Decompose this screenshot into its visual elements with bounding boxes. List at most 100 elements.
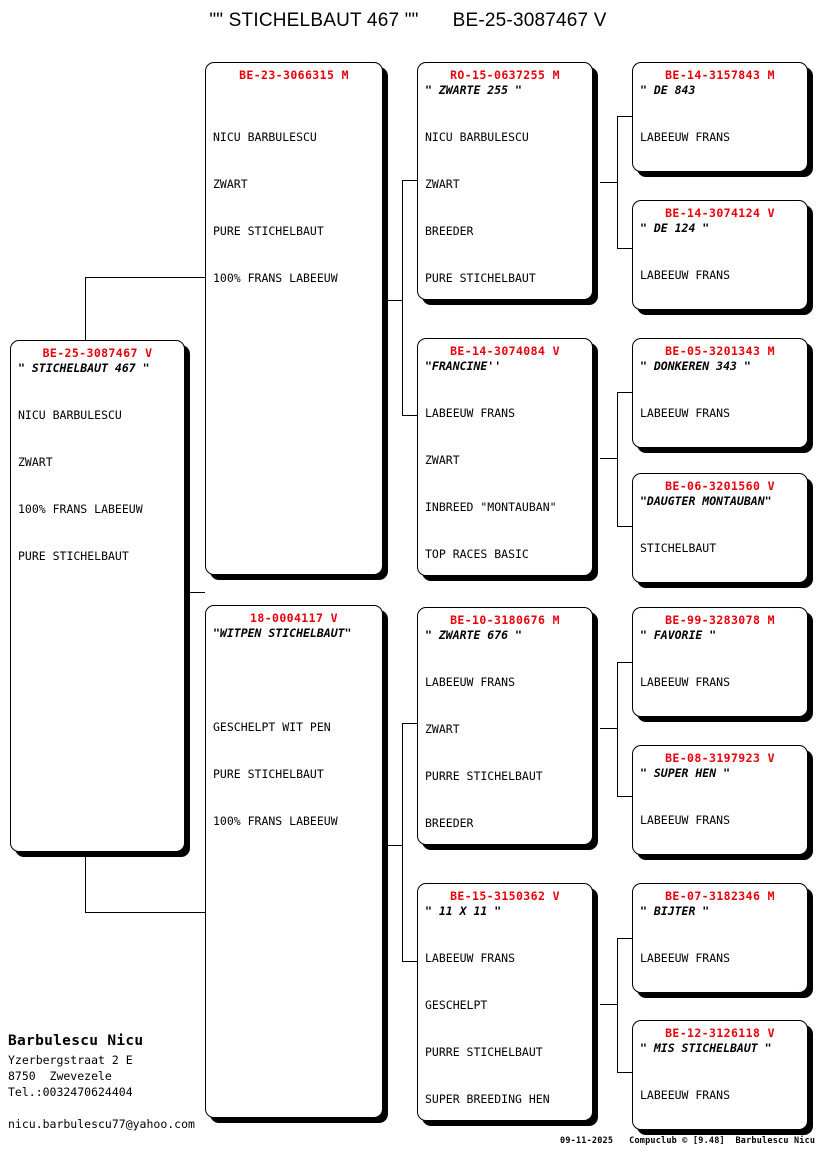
card-detail-line: ZWART <box>213 177 248 192</box>
card-detail-line: LABEEUW FRANS <box>640 268 731 283</box>
connector <box>385 845 403 846</box>
card-nickname: " ZWARTE 255 " <box>425 83 522 97</box>
pedigree-card-granddam-1[interactable]: BE-14-3074084 V "FRANCINE'' LABEEUW FRAN… <box>417 338 593 576</box>
pedigree-card-sire[interactable]: BE-23-3066315 M NICU BARBULESCU ZWART PU… <box>205 62 383 575</box>
connector <box>600 458 618 459</box>
card-detail-line: LABEEUW FRANS <box>425 675 516 690</box>
pedigree-card-great-4[interactable]: BE-06-3201560 V "DAUGTER MONTAUBAN" STIC… <box>632 473 808 583</box>
card-detail-line: ZWART <box>425 453 460 468</box>
card-detail-line: TOP RACES BASIC <box>425 547 529 562</box>
connector <box>600 182 618 183</box>
card-detail-lines: LABEEUW FRANS GESCHELPT PURRE STICHELBAU… <box>425 920 585 1120</box>
breeder-city: 8750 Zwevezele <box>8 1069 112 1083</box>
connector <box>617 392 618 526</box>
card-detail-lines: GESCHELPT WIT PEN PURE STICHELBAUT 100% … <box>213 642 375 862</box>
card-ring-number: BE-10-3180676 M <box>450 613 560 627</box>
connector <box>402 961 417 962</box>
card-detail-lines: LABEEUW FRANS ZWART INBREED "MONTAUBAN" … <box>425 375 585 575</box>
card-detail-line: NICU BARBULESCU <box>213 130 317 145</box>
card-detail-line: NICU BARBULESCU <box>18 408 122 423</box>
card-detail-lines: LABEEUW FRANS PURE STICHELBAUT SON OF:"M… <box>640 920 800 992</box>
card-detail-line: LABEEUW FRANS <box>640 406 731 421</box>
card-ring-number: BE-08-3197923 V <box>665 751 775 765</box>
card-detail-lines: LABEEUW FRANS ZWART PURRE STICHELBAUT BR… <box>425 644 585 844</box>
pedigree-card-grandsire-1[interactable]: RO-15-0637255 M " ZWARTE 255 " NICU BARB… <box>417 62 593 300</box>
card-detail-lines: LABEEUW FRANS ZWART PURE STICHELBAUT SUP… <box>640 644 800 716</box>
card-nickname <box>213 83 375 99</box>
card-detail-line: ZWART <box>18 455 53 470</box>
card-detail-line: NICU BARBULESCU <box>425 130 529 145</box>
card-nickname: "WITPEN STICHELBAUT" <box>213 626 352 640</box>
card-ring-number: BE-14-3074124 V <box>665 206 775 220</box>
card-nickname: " SUPER HEN " <box>640 766 731 780</box>
footer-credit: 09-11-2025 Compuclub © [9.48] Barbulescu… <box>560 1136 816 1146</box>
card-detail-line: PURRE STICHELBAUT <box>425 1045 543 1060</box>
card-detail-line: LABEEUW FRANS <box>640 130 731 145</box>
card-detail-line: PURRE STICHELBAUT <box>425 769 543 784</box>
card-detail-line: LABEEUW FRANS <box>640 675 731 690</box>
card-detail-line: GESCHELPT <box>425 998 488 1013</box>
card-detail-line: ZWART <box>425 722 460 737</box>
card-nickname: "DAUGTER MONTAUBAN" <box>640 494 772 508</box>
card-detail-line: BREEDER <box>425 816 474 831</box>
card-detail-lines: LABEEUW FRANS DONKER GESCHELPT STICHELBA… <box>640 375 800 447</box>
card-detail-line: STICHELBAUT <box>640 541 717 556</box>
card-detail-line: PURE STICHELBAUT <box>213 224 324 239</box>
card-nickname: " DONKEREN 343 " <box>640 359 751 373</box>
card-detail-lines: LABEEUW FRANS GESCHELPT PURE STICHELBAUT <box>640 237 800 309</box>
card-ring-number: BE-25-3087467 V <box>42 346 153 360</box>
card-detail-line: 100% FRANS LABEEUW <box>213 271 338 286</box>
pedigree-card-great-3[interactable]: BE-05-3201343 M " DONKEREN 343 " LABEEUW… <box>632 338 808 448</box>
pedigree-card-subject[interactable]: BE-25-3087467 V " STICHELBAUT 467 " NICU… <box>10 340 185 852</box>
pedigree-card-great-7[interactable]: BE-07-3182346 M " BIJTER " LABEEUW FRANS… <box>632 883 808 993</box>
connector <box>600 1004 618 1005</box>
card-detail-lines: NICU BARBULESCU ZWART PURE STICHELBAUT 1… <box>213 99 375 319</box>
card-ring-number: BE-99-3283078 M <box>665 613 775 627</box>
card-nickname: "FRANCINE'' <box>425 359 502 373</box>
breeder-info: Barbulescu Nicu Yzerbergstraat 2 E 8750 … <box>8 1030 308 1132</box>
connector <box>402 723 403 961</box>
pedigree-card-great-5[interactable]: BE-99-3283078 M " FAVORIE " LABEEUW FRAN… <box>632 607 808 717</box>
card-ring-number: BE-07-3182346 M <box>665 889 775 903</box>
pedigree-card-grandsire-2[interactable]: BE-10-3180676 M " ZWARTE 676 " LABEEUW F… <box>417 607 593 845</box>
pedigree-card-great-1[interactable]: BE-14-3157843 M " DE 843 LABEEUW FRANS Z… <box>632 62 808 172</box>
card-ring-number: BE-15-3150362 V <box>450 889 560 903</box>
connector <box>617 248 632 249</box>
card-detail-line: SUPER BREEDING HEN <box>425 1092 550 1107</box>
pedigree-card-great-6[interactable]: BE-08-3197923 V " SUPER HEN " LABEEUW FR… <box>632 745 808 855</box>
connector <box>617 116 632 117</box>
connector <box>402 180 403 415</box>
breeder-email[interactable]: nicu.barbulescu77@yahoo.com <box>8 1117 195 1131</box>
card-detail-lines: STICHELBAUT GESCHELPT DAUGTER "MONTAUBAN… <box>640 510 800 582</box>
card-ring-number: 18-0004117 V <box>250 611 338 625</box>
card-detail-line: LABEEUW FRANS <box>640 813 731 828</box>
card-nickname: " STICHELBAUT 467 " <box>18 361 150 375</box>
connector <box>617 938 618 1072</box>
card-detail-line: BREEDER <box>425 224 474 239</box>
card-detail-line <box>213 673 375 689</box>
connector <box>402 415 417 416</box>
card-detail-line: INBREED "MONTAUBAN" <box>425 500 557 515</box>
card-detail-line: PURE STICHELBAUT <box>425 271 536 286</box>
pedigree-card-granddam-2[interactable]: BE-15-3150362 V " 11 X 11 " LABEEUW FRAN… <box>417 883 593 1121</box>
card-ring-number: BE-23-3066315 M <box>239 68 349 82</box>
connector <box>617 662 632 663</box>
card-nickname: " DE 124 " <box>640 221 710 235</box>
pedigree-card-dam[interactable]: 18-0004117 V "WITPEN STICHELBAUT" GESCHE… <box>205 605 383 1118</box>
card-detail-line: LABEEUW FRANS <box>640 951 731 966</box>
card-detail-lines: NICU BARBULESCU ZWART 100% FRANS LABEEUW… <box>18 377 177 597</box>
card-ring-number: BE-14-3157843 M <box>665 68 775 82</box>
card-detail-line: GESCHELPT WIT PEN <box>213 720 331 735</box>
connector <box>402 180 417 181</box>
pedigree-card-great-8[interactable]: BE-12-3126118 V " MIS STICHELBAUT " LABE… <box>632 1020 808 1130</box>
connector <box>617 938 632 939</box>
card-detail-lines: LABEEUW FRANS ZWART PURE STICHELBAUT <box>640 99 800 171</box>
card-detail-lines: LABEEUW FRANS PURE STICHELBAUT <box>640 782 800 854</box>
card-detail-line: PURE STICHELBAUT <box>18 549 129 564</box>
card-ring-number: BE-14-3074084 V <box>450 344 560 358</box>
card-detail-line: ZWART <box>425 177 460 192</box>
connector <box>85 912 205 913</box>
pedigree-card-great-2[interactable]: BE-14-3074124 V " DE 124 " LABEEUW FRANS… <box>632 200 808 310</box>
card-nickname: " BIJTER " <box>640 904 710 918</box>
card-ring-number: RO-15-0637255 M <box>450 68 560 82</box>
